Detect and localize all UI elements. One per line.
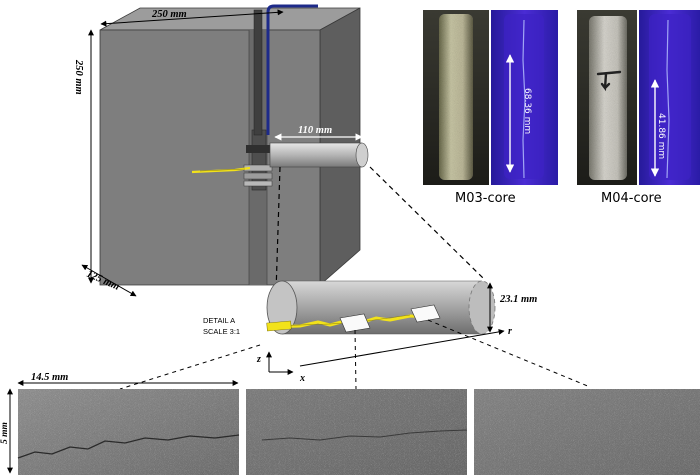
- specimen-block: [99, 4, 369, 286]
- dim-strip-height: 5 mm: [0, 422, 10, 444]
- uv-photo-m04: [639, 10, 700, 185]
- block-crack: [191, 166, 251, 174]
- crack-trace-1: [17, 434, 240, 459]
- dim-borehole-length: 110 mm: [298, 125, 332, 136]
- borehole: [269, 142, 363, 168]
- crack-image-strip-1: [17, 389, 240, 475]
- detail-core-cylinder: [266, 280, 496, 335]
- detail-scale: SCALE 3:1: [203, 327, 240, 336]
- core-photo-m04: [577, 10, 637, 185]
- caption-m04: M04-core: [601, 191, 662, 206]
- dim-block-height: 250 mm: [73, 59, 84, 95]
- core-photo-m03: [423, 10, 489, 185]
- axis-label-z: z: [256, 354, 261, 365]
- axis-label-x: x: [299, 373, 305, 384]
- detail-core-end-face: [266, 280, 298, 335]
- caption-m03: M03-core: [455, 191, 516, 206]
- block-top-face: [99, 7, 361, 31]
- detail-title: DETAIL A: [203, 316, 235, 325]
- sample-window-2: [410, 304, 441, 323]
- measure-label-m03: 68.36 mm: [522, 88, 532, 134]
- crack-image-strip-3: [474, 389, 700, 475]
- core-marker-arrow: [596, 70, 622, 92]
- dim-block-width: 250 mm: [151, 9, 187, 20]
- axis-label-r: r: [508, 326, 512, 337]
- injection-pipe: [253, 9, 263, 136]
- crack-image-strip-2: [246, 389, 468, 475]
- sample-window-1: [339, 313, 371, 333]
- dim-core-diameter: 23.1 mm: [499, 294, 537, 305]
- measure-label-m04: 41.86 mm: [656, 113, 666, 159]
- dim-strip-width: 14.5 mm: [31, 372, 68, 383]
- crack-trace-2: [261, 429, 468, 441]
- axis-triad: z x r: [256, 326, 512, 384]
